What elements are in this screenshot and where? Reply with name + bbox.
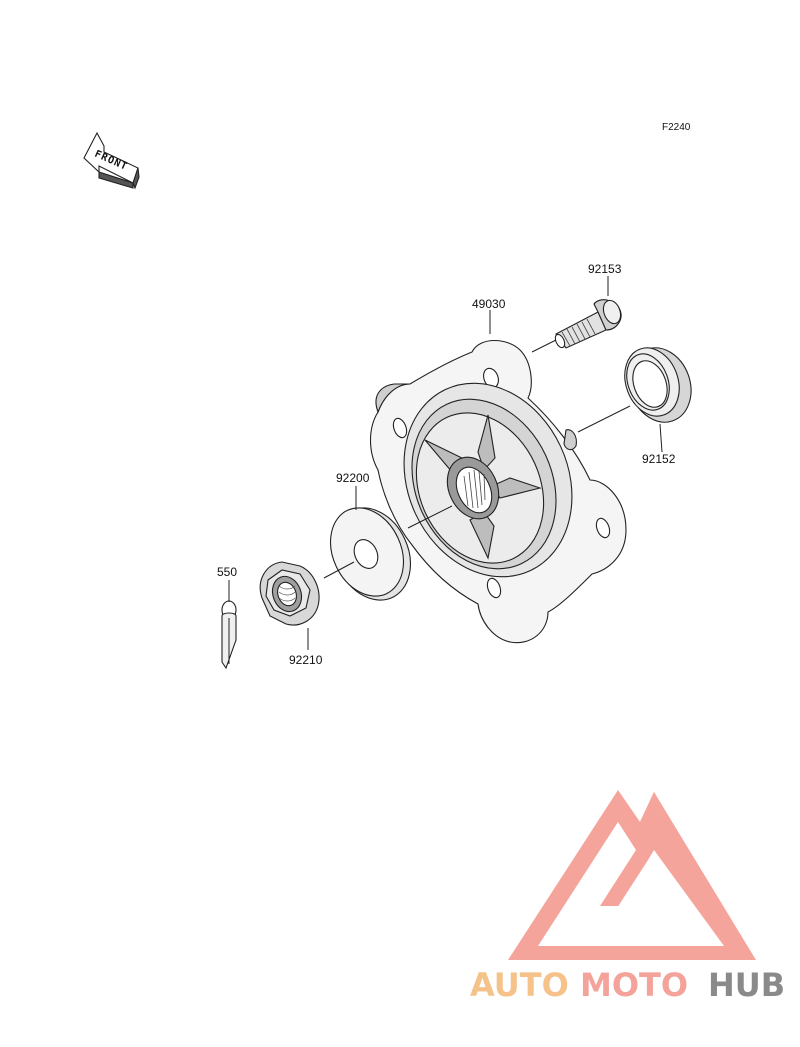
stud-92153: [554, 299, 622, 349]
part-number-92210[interactable]: 92210: [289, 653, 323, 667]
washer-92200: [330, 507, 411, 601]
logo-word-auto: AUTO: [470, 966, 569, 1004]
hub-49030: [369, 339, 627, 644]
part-number-92153[interactable]: 92153: [588, 262, 622, 276]
part-number-92200[interactable]: 92200: [336, 471, 370, 485]
seal-92152: [624, 347, 692, 423]
logo-word-moto: MOTO: [580, 966, 688, 1004]
part-number-550[interactable]: 550: [217, 565, 237, 579]
leader-lines: [228, 276, 663, 650]
logo-triangle-icon: [508, 790, 756, 960]
part-number-92152[interactable]: 92152: [642, 452, 676, 466]
logo-word-hub: HUB: [708, 966, 785, 1004]
figure-code: F2240: [662, 122, 691, 133]
nut-92210: [259, 561, 320, 626]
part-number-49030[interactable]: 49030: [472, 297, 506, 311]
cotter-pin-550: [221, 600, 237, 670]
